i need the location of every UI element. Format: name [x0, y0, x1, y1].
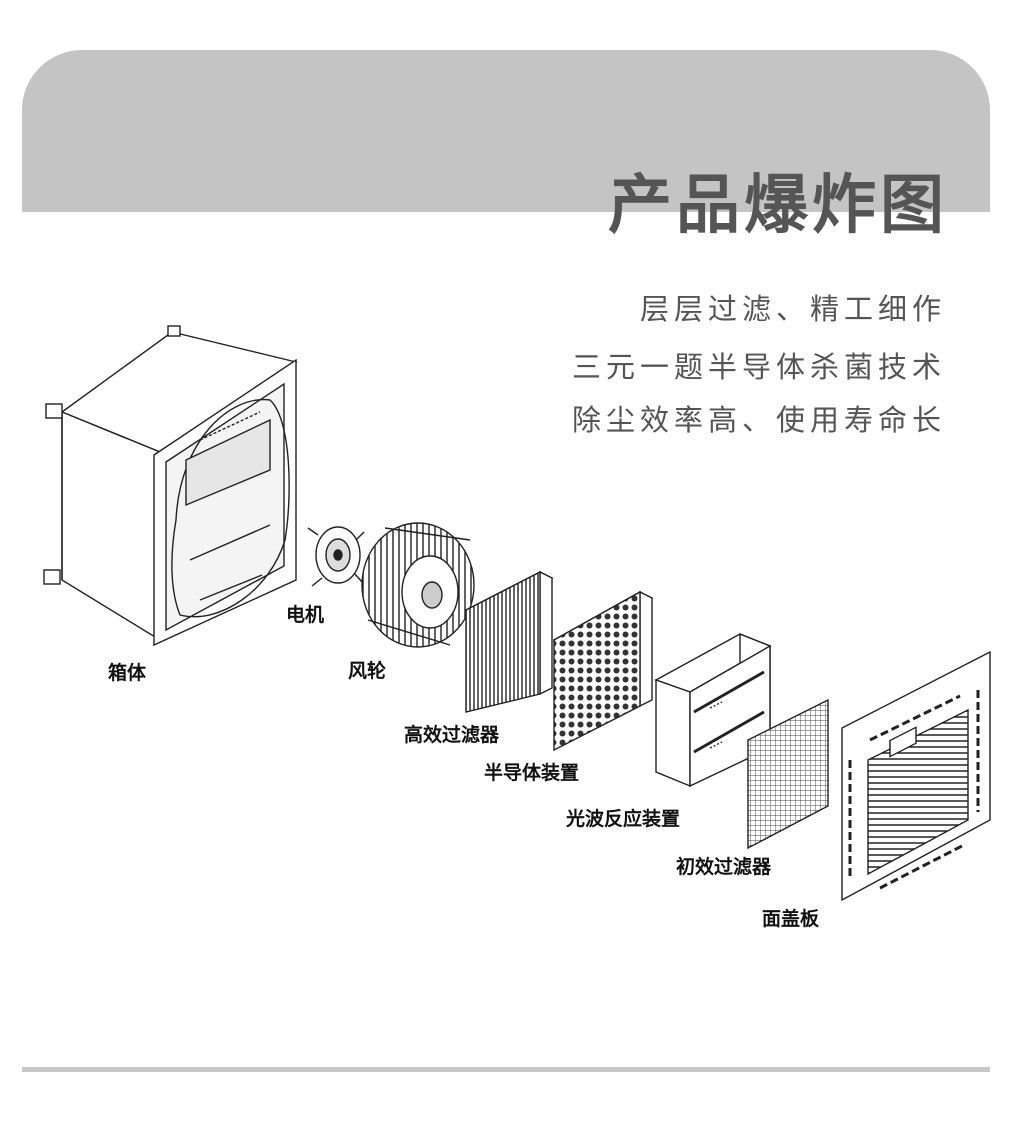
label-hepa-filter: 高效过滤器 [404, 724, 500, 746]
semiconductor-unit [552, 590, 654, 752]
label-fan: 风轮 [348, 660, 387, 682]
subtitle-3: 除尘效率高、使用寿命长 [571, 403, 946, 437]
footer-rule [22, 1067, 990, 1072]
label-cover-panel: 面盖板 [762, 908, 820, 930]
label-motor: 电机 [286, 604, 325, 626]
box-housing [43, 325, 298, 647]
subtitle-1: 层层过滤、精工细作 [639, 292, 946, 326]
motor [307, 526, 365, 587]
label-semiconductor: 半导体装置 [484, 762, 580, 784]
label-photo-wave: 光波反应装置 [566, 808, 681, 830]
subtitle-2: 三元一题半导体杀菌技术 [571, 350, 946, 384]
cover-panel [841, 650, 991, 902]
fan-wheel [361, 522, 475, 648]
label-primary-filter: 初效过滤器 [676, 856, 772, 878]
header-band [22, 50, 990, 212]
primary-filter [747, 698, 829, 850]
photo-wave-unit [654, 632, 772, 788]
label-box: 箱体 [108, 662, 147, 684]
hepa-filter [464, 570, 554, 713]
page-title: 产品爆炸图 [608, 169, 948, 243]
